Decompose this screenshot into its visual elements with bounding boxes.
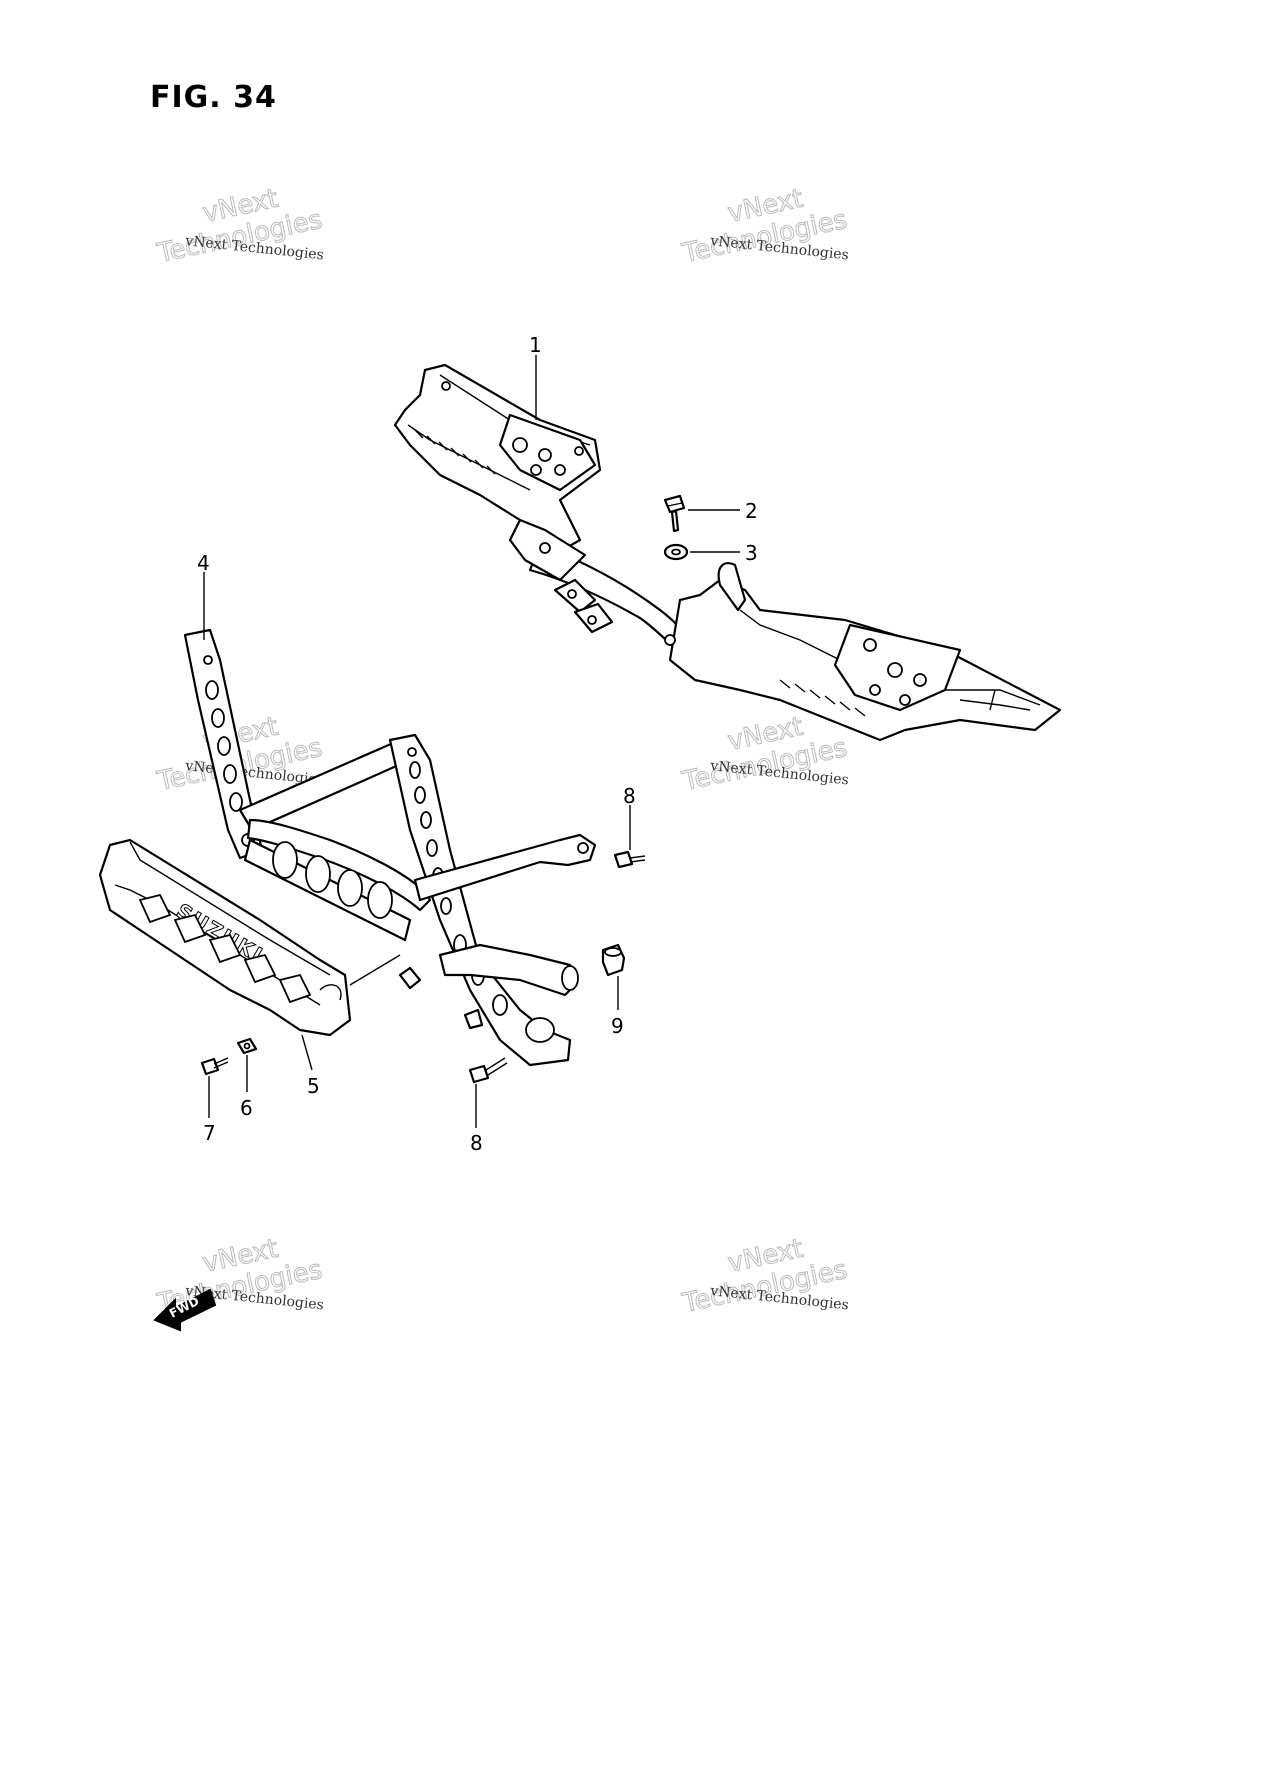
footrest-bar-assembly	[393, 363, 1062, 742]
watermark-bottom-right: vNext Technologies vNext Technologies	[679, 1233, 851, 1319]
bolt-8-upper	[613, 850, 646, 869]
callout-7: 7	[203, 1121, 216, 1145]
callout-9: 9	[611, 1014, 624, 1038]
watermark-top-left: vNext Technologies vNext Technologies	[154, 183, 326, 269]
leader-lines	[203, 355, 740, 1128]
washer-3	[663, 543, 689, 561]
callout-1: 1	[529, 333, 542, 357]
nut-6	[236, 1037, 258, 1055]
bolt-2	[663, 494, 686, 533]
callout-4: 4	[197, 551, 210, 575]
callout-8-lower: 8	[470, 1131, 483, 1155]
plug-9	[601, 943, 626, 977]
callout-8-upper: 8	[623, 784, 636, 808]
callout-5: 5	[307, 1074, 320, 1098]
footrest-frame	[183, 628, 597, 1067]
callout-2: 2	[745, 499, 758, 523]
figure-title: FIG. 34	[150, 80, 277, 115]
callout-6: 6	[240, 1096, 253, 1120]
bolt-7	[200, 1057, 229, 1076]
callout-3: 3	[745, 541, 758, 565]
bolt-8-lower	[468, 1057, 508, 1084]
watermark-mid-right: vNext Technologies vNext Technologies	[679, 711, 851, 797]
watermark-top-right: vNext Technologies vNext Technologies	[679, 183, 851, 269]
